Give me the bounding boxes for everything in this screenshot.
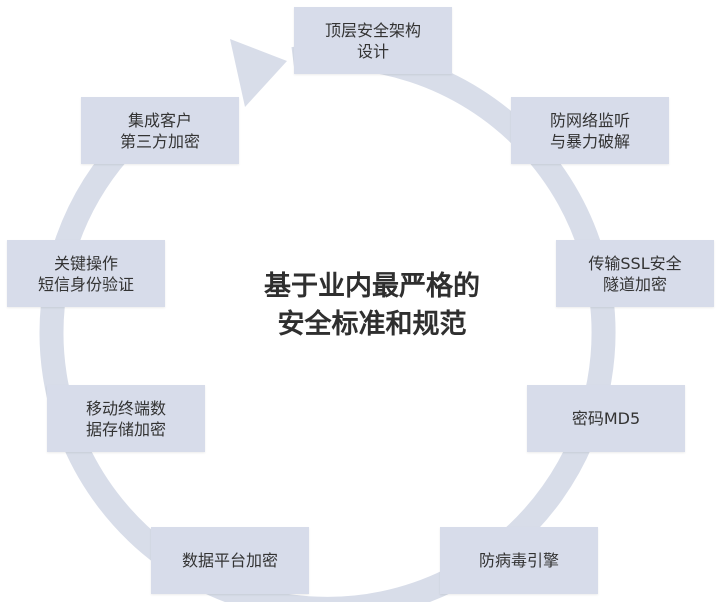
item-label: 关键操作 短信身份验证 — [37, 253, 134, 294]
item-top-level-architecture: 顶层安全架构 设计 — [294, 7, 452, 74]
item-mobile-storage-encryption: 移动终端数 据存储加密 — [47, 385, 205, 452]
item-label: 移动终端数 据存储加密 — [85, 398, 166, 439]
item-anti-eavesdropping: 防网络监听 与暴力破解 — [511, 97, 669, 164]
item-label: 防网络监听 与暴力破解 — [549, 110, 630, 151]
item-third-party-encryption: 集成客户 第三方加密 — [81, 97, 239, 164]
item-antivirus-engine: 防病毒引擎 — [440, 527, 598, 594]
item-label: 顶层安全架构 设计 — [324, 20, 421, 61]
item-label: 密码MD5 — [571, 409, 641, 428]
item-data-platform-encryption: 数据平台加密 — [151, 527, 309, 594]
cycle-arrowhead — [230, 39, 287, 107]
item-label: 集成客户 第三方加密 — [119, 110, 200, 151]
center-title: 基于业内最严格的 安全标准和规范 — [264, 271, 480, 340]
item-sms-verification: 关键操作 短信身份验证 — [7, 240, 165, 307]
item-label: 传输SSL安全 隧道加密 — [588, 253, 682, 294]
item-label: 防病毒引擎 — [478, 551, 559, 570]
item-ssl-tunnel: 传输SSL安全 隧道加密 — [556, 240, 714, 307]
item-password-md5: 密码MD5 — [527, 385, 685, 452]
item-label: 数据平台加密 — [181, 551, 278, 570]
